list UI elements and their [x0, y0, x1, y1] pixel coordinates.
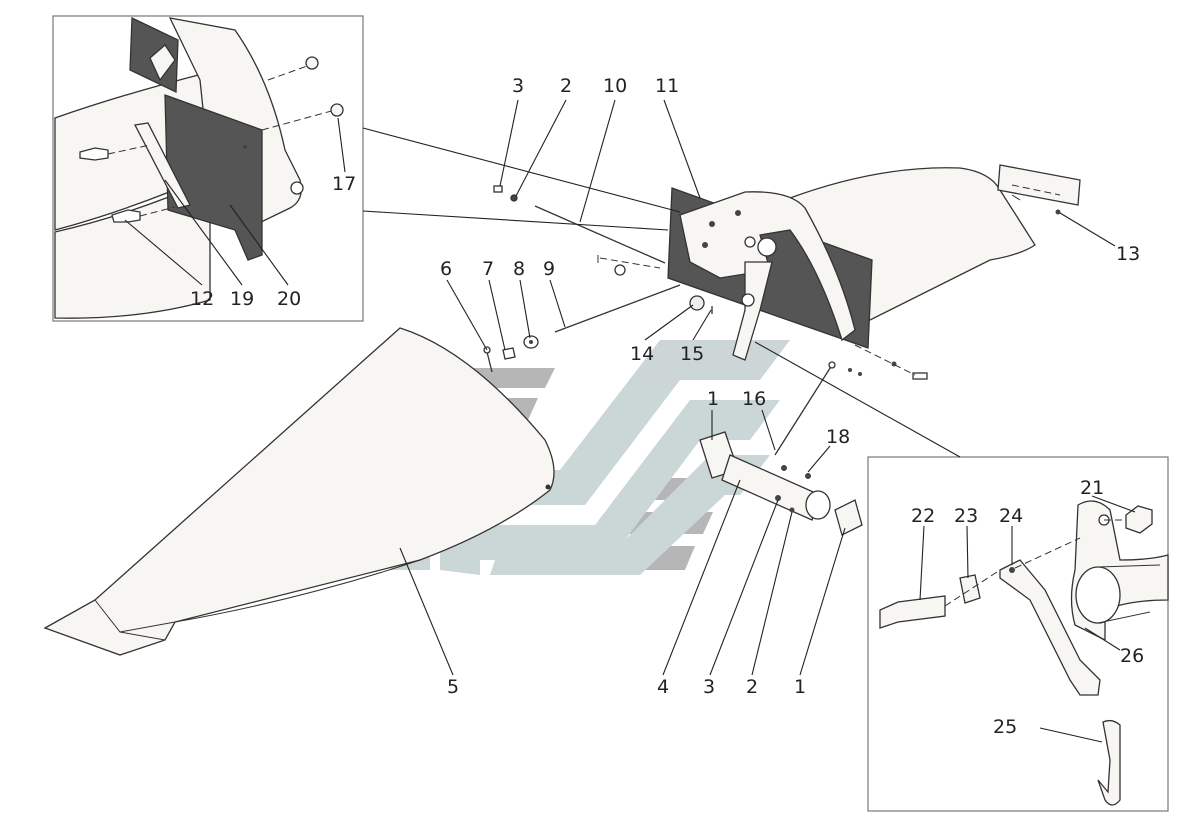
callout-9: 9: [543, 258, 555, 280]
divider-cone: [43, 327, 555, 656]
inset-top-left: [52, 15, 681, 322]
callout-21: 21: [1080, 477, 1104, 499]
callout-16: 16: [742, 388, 766, 410]
inset-bottom-right: [754, 341, 1169, 812]
callout-5: 5: [447, 676, 459, 698]
washer-2-top: [510, 194, 518, 202]
callout-18: 18: [826, 426, 850, 448]
pivot-tube: [699, 431, 863, 536]
callout-labels: 3 2 10 11 13 6 7 8 9 14 15 1 16 18 5 4 3…: [190, 75, 1144, 738]
nut-7: [502, 347, 516, 360]
callout-8: 8: [513, 258, 525, 280]
callout-1-bottom: 1: [794, 676, 806, 698]
bolt-3-top: [493, 185, 503, 193]
callout-26: 26: [1120, 645, 1144, 667]
watermark-swoosh: [390, 340, 790, 570]
callout-2-top: 2: [560, 75, 572, 97]
shaft-10: [534, 205, 666, 264]
assembly-line: [599, 257, 661, 269]
callout-7: 7: [482, 258, 494, 280]
washer-14: [689, 295, 705, 311]
bolt-right: [891, 361, 928, 380]
callout-20: 20: [277, 288, 301, 310]
rod-9: [554, 284, 681, 333]
callout-15: 15: [680, 343, 704, 365]
callout-14: 14: [630, 343, 654, 365]
watermark-swoosh: [440, 400, 780, 575]
watermark-swoosh: [490, 455, 770, 575]
callout-3-top: 3: [512, 75, 524, 97]
leader-lines: [124, 99, 1136, 743]
callout-25: 25: [993, 716, 1017, 738]
callout-17: 17: [332, 173, 356, 195]
callout-4: 4: [657, 676, 669, 698]
callout-12: 12: [190, 288, 214, 310]
callout-3-bottom: 3: [703, 676, 715, 698]
callout-10: 10: [603, 75, 627, 97]
assembly-line: [854, 344, 916, 376]
callout-23: 23: [954, 505, 978, 527]
washer-8: [523, 335, 539, 349]
callout-24: 24: [999, 505, 1023, 527]
lever-24-main: [732, 261, 773, 361]
callout-13: 13: [1116, 243, 1140, 265]
callout-19: 19: [230, 288, 254, 310]
callout-2-bottom: 2: [746, 676, 758, 698]
callout-1-top: 1: [707, 388, 719, 410]
bracket-13: [997, 164, 1081, 215]
callout-11: 11: [655, 75, 679, 97]
callout-22: 22: [911, 505, 935, 527]
nut-near-rod: [597, 255, 626, 276]
callout-6: 6: [440, 258, 452, 280]
